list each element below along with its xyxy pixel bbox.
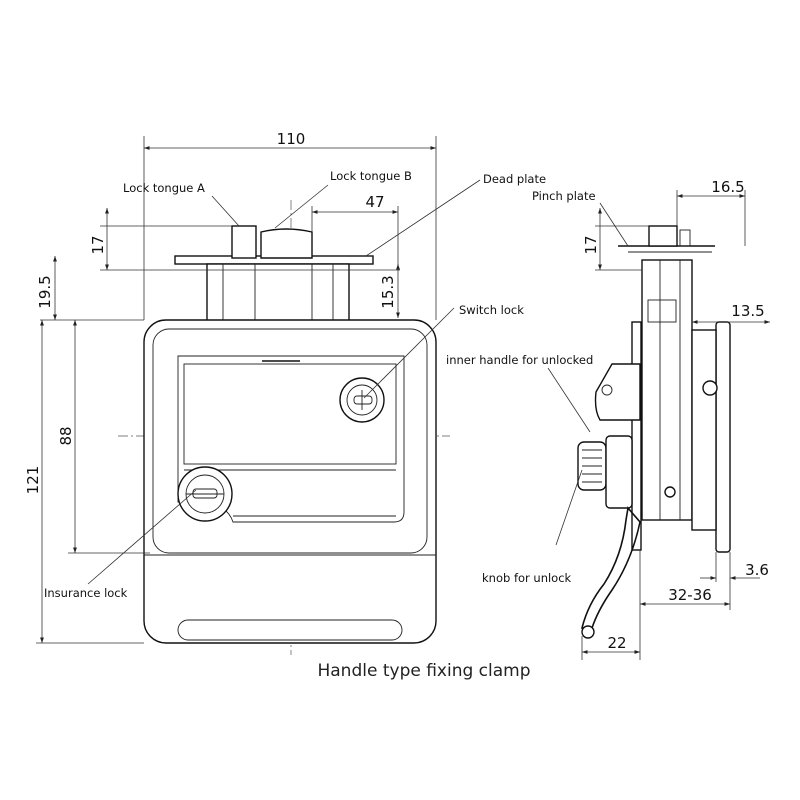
leader-dead-plate (365, 179, 481, 257)
label-dead-plate: Dead plate (483, 172, 546, 186)
leader-lock-tongue-a (211, 195, 240, 227)
side-knob-collar (605, 435, 633, 509)
front-view (118, 200, 450, 655)
dim-tongue-to-plate: 19.5 (36, 275, 54, 308)
side-outer-face (691, 329, 717, 531)
dim-body-height-inner: 88 (57, 426, 75, 445)
label-inner-handle: inner handle for unlocked (446, 353, 593, 367)
leader-switch-lock (363, 307, 455, 399)
side-inner-handle-pin (601, 384, 613, 396)
leader-lock-tongue-b (274, 184, 329, 229)
leader-knob-for-unlock (555, 469, 583, 546)
side-tongue-detail (679, 229, 691, 247)
label-switch-lock: Switch lock (459, 303, 524, 317)
front-body-inner-outline (152, 328, 428, 554)
label-lock-tongue-a: Lock tongue A (123, 181, 205, 195)
dim-plate-to-body: 15.3 (379, 275, 397, 308)
side-handle-arm (580, 506, 641, 629)
leader-inner-handle (547, 367, 591, 433)
label-pinch-plate: Pinch plate (532, 189, 596, 203)
front-lock-tongue-a (231, 225, 257, 259)
side-lock-body (641, 259, 693, 521)
leader-pinch-plate (599, 202, 629, 247)
dim-tongue-offset: 47 (365, 193, 384, 211)
side-view (577, 225, 731, 639)
side-panel-plate (715, 321, 731, 553)
side-screw-top (702, 380, 718, 396)
side-callouts: Pinch plate inner handle for unlocked kn… (446, 189, 629, 585)
dim-tongue-height-front: 17 (89, 235, 107, 254)
dim-side-top-width: 16.5 (711, 178, 744, 196)
side-inner-handle (594, 363, 641, 421)
side-body-block (647, 299, 677, 323)
side-mounting-flange (631, 321, 642, 551)
dim-clamp-range: 32-36 (668, 586, 712, 604)
insurance-lock-cylinder (177, 466, 233, 522)
dim-width-total: 110 (277, 130, 306, 148)
dim-height-total: 121 (24, 466, 42, 495)
label-insurance-lock: Insurance lock (44, 586, 128, 600)
dim-plate-thickness: 3.6 (745, 561, 769, 579)
side-lock-tongue (648, 225, 678, 247)
front-lock-housing (206, 263, 350, 323)
front-lock-tongue-b (260, 228, 313, 259)
side-handle-tip (581, 625, 595, 639)
dim-handle-reach: 22 (607, 634, 626, 652)
leader-insurance-lock (87, 489, 197, 585)
label-lock-tongue-b: Lock tongue B (330, 169, 412, 183)
label-knob-for-unlock: knob for unlock (482, 571, 572, 585)
dim-flange-depth: 13.5 (731, 302, 764, 320)
front-grip-slot (177, 619, 403, 641)
front-callouts: Lock tongue A Lock tongue B Dead plate S… (44, 169, 546, 600)
side-screw-bottom (664, 486, 676, 498)
side-dimensions: 16.5 17 13.5 3.6 32-36 22 (581, 178, 770, 660)
drawing-caption: Handle type fixing clamp (317, 661, 530, 681)
front-dimensions: 110 47 17 19.5 15.3 88 121 (24, 130, 437, 644)
front-handle-panel (183, 363, 397, 465)
dim-tongue-height-side: 17 (582, 235, 600, 254)
